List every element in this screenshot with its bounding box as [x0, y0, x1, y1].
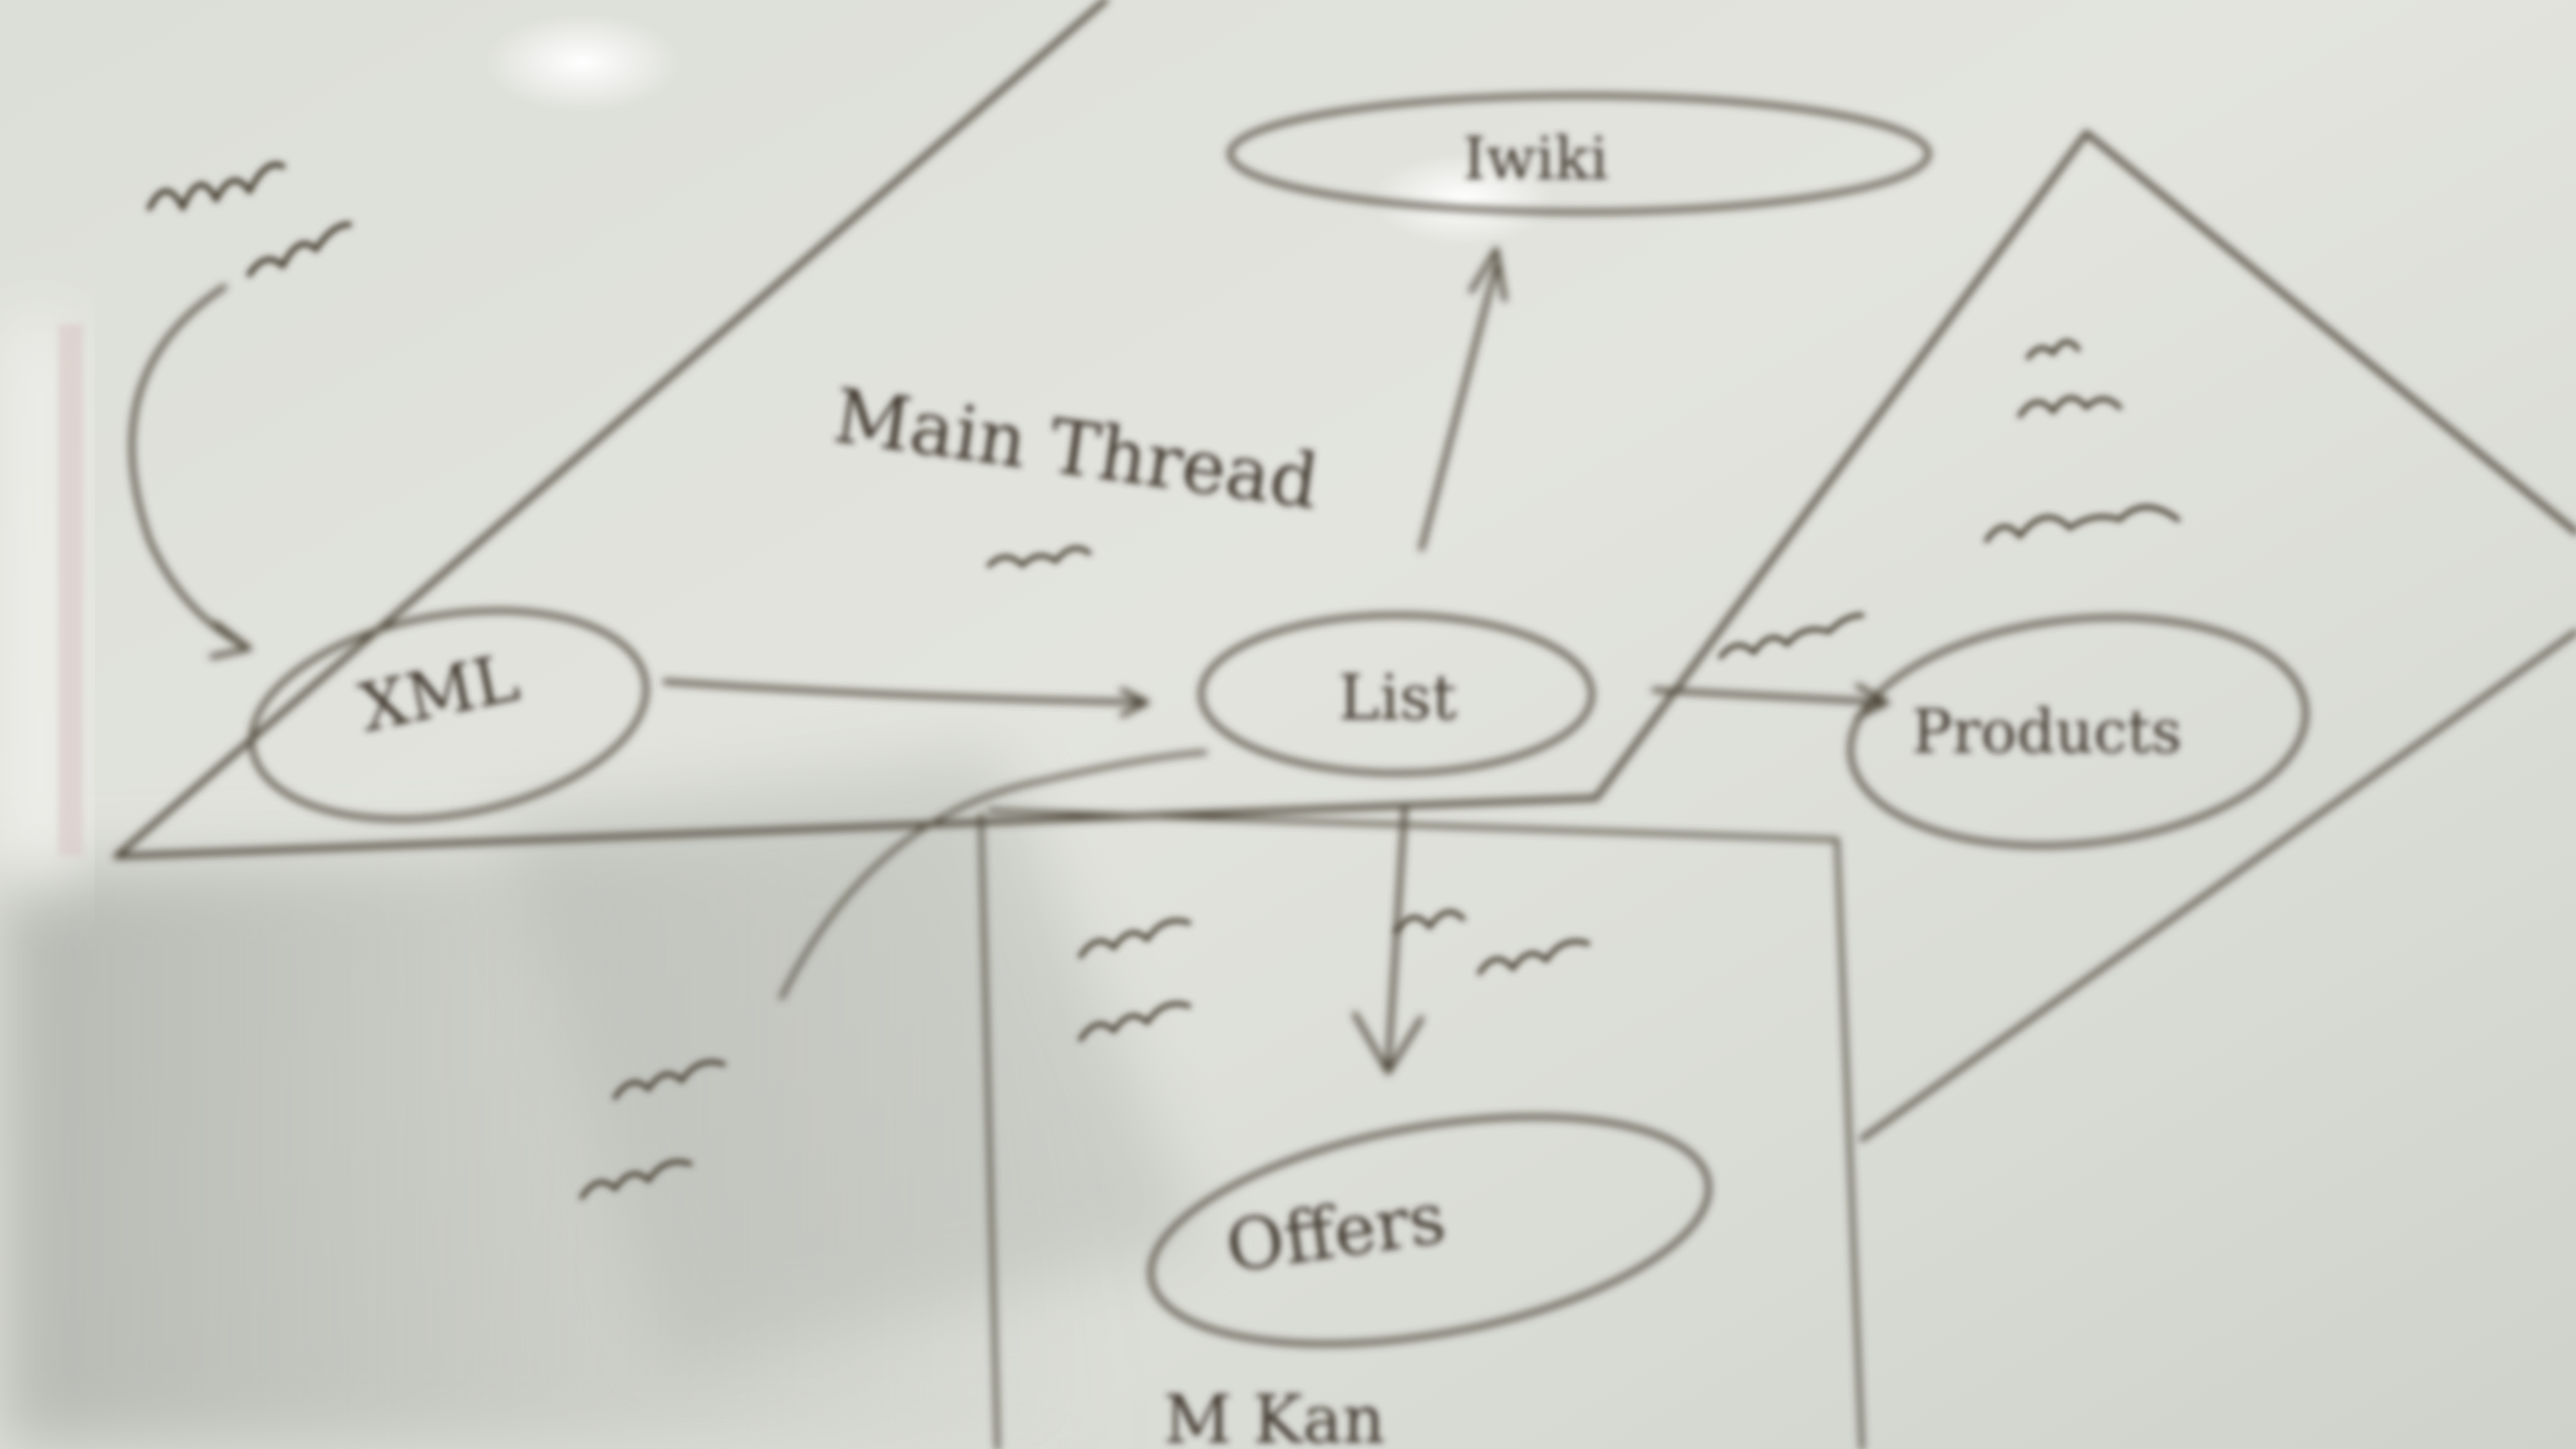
box-edge-right [987, 808, 1864, 1449]
scribble-topleft-1 [146, 161, 286, 211]
scribble-right-2 [2017, 395, 2122, 418]
center-node-ellipse [1199, 613, 1594, 776]
scribble-box-4 [1477, 939, 1590, 975]
scribble-right-1 [2026, 339, 2081, 360]
products-node-ellipse [1848, 614, 2308, 849]
arrow-list-to-offers [1386, 804, 1407, 1067]
glare-center [1372, 154, 1554, 245]
arrow-xml-to-list [662, 679, 1150, 705]
curve-share-to-list [779, 750, 1208, 1000]
arrowhead-list [1120, 688, 1150, 717]
scribble-box-1 [1078, 918, 1191, 959]
curved-arrow-left [129, 284, 252, 651]
label-top-node: Iwiki [1463, 125, 1608, 193]
diamond-edge-right [113, 130, 2576, 860]
scribble-box-3 [1394, 909, 1465, 934]
arrowhead-offers [1352, 1012, 1424, 1075]
arrow-list-to-products [1652, 688, 1889, 705]
top-node-ellipse [1228, 93, 1931, 214]
scribble-center-small [987, 545, 1091, 568]
box-edge-left [978, 812, 1000, 1449]
diamond-edge-lower [1859, 629, 2576, 1141]
label-products: Products [1912, 697, 2182, 766]
label-bottom-partial: M Kan [1164, 1381, 1385, 1449]
arrowhead-curved [209, 621, 252, 659]
xml-node-ellipse [249, 608, 649, 822]
arrowhead-products [1855, 683, 1889, 719]
scribble-box-2 [1078, 1001, 1191, 1042]
scribble-bottomleft-2 [579, 1159, 692, 1200]
scribble-topleft-2 [246, 221, 352, 278]
scribble-bottomleft-1 [613, 1059, 726, 1100]
arrow-list-to-top [1419, 264, 1499, 551]
glare-top [482, 12, 682, 112]
label-list: List [1338, 661, 1456, 734]
shadow-region-2 [499, 748, 1205, 1372]
window-frame [58, 324, 83, 856]
scribble-arrow-label [1718, 613, 1864, 659]
scribble-right-3 [1984, 505, 2180, 543]
arrowhead-top [1469, 247, 1507, 302]
diamond-edge-left [113, 0, 1109, 860]
offers-node-ellipse [1148, 1114, 1712, 1347]
